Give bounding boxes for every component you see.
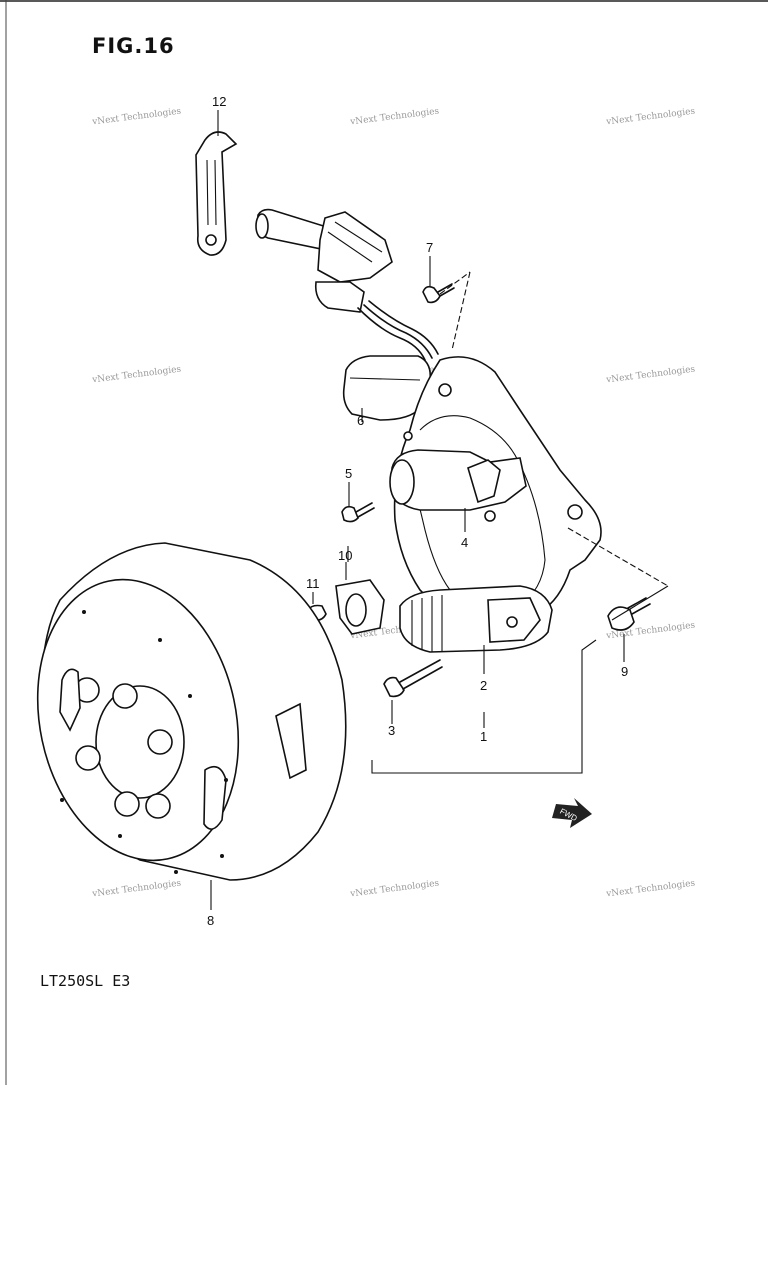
part-5-screw — [341, 482, 375, 523]
model-code: LT250SL E3 — [40, 972, 131, 990]
wiring-harness — [255, 208, 439, 422]
callout-9: 9 — [621, 664, 628, 679]
callout-11: 11 — [306, 576, 320, 591]
callout-8: 8 — [207, 913, 214, 928]
part-10-nut — [335, 562, 385, 635]
callout-2: 2 — [480, 678, 487, 693]
callout-10: 10 — [338, 548, 352, 563]
callout-3: 3 — [388, 723, 395, 738]
part-1-stator-assembly — [389, 356, 602, 653]
callout-7: 7 — [426, 240, 433, 255]
assembly-bracket — [371, 639, 597, 774]
callout-5: 5 — [345, 466, 352, 481]
part-12-clamp — [195, 110, 238, 256]
part-7-screw — [422, 256, 471, 351]
callout-12: 12 — [212, 94, 226, 109]
callout-1: 1 — [480, 729, 487, 744]
figure-title: FIG.16 — [92, 34, 175, 58]
fwd-arrow-marker: FWD — [552, 798, 592, 828]
part-3-screw — [383, 659, 443, 724]
callout-4: 4 — [461, 535, 468, 550]
part-8-flywheel — [36, 542, 347, 910]
callout-6: 6 — [357, 413, 364, 428]
part-9-screw — [567, 527, 669, 662]
